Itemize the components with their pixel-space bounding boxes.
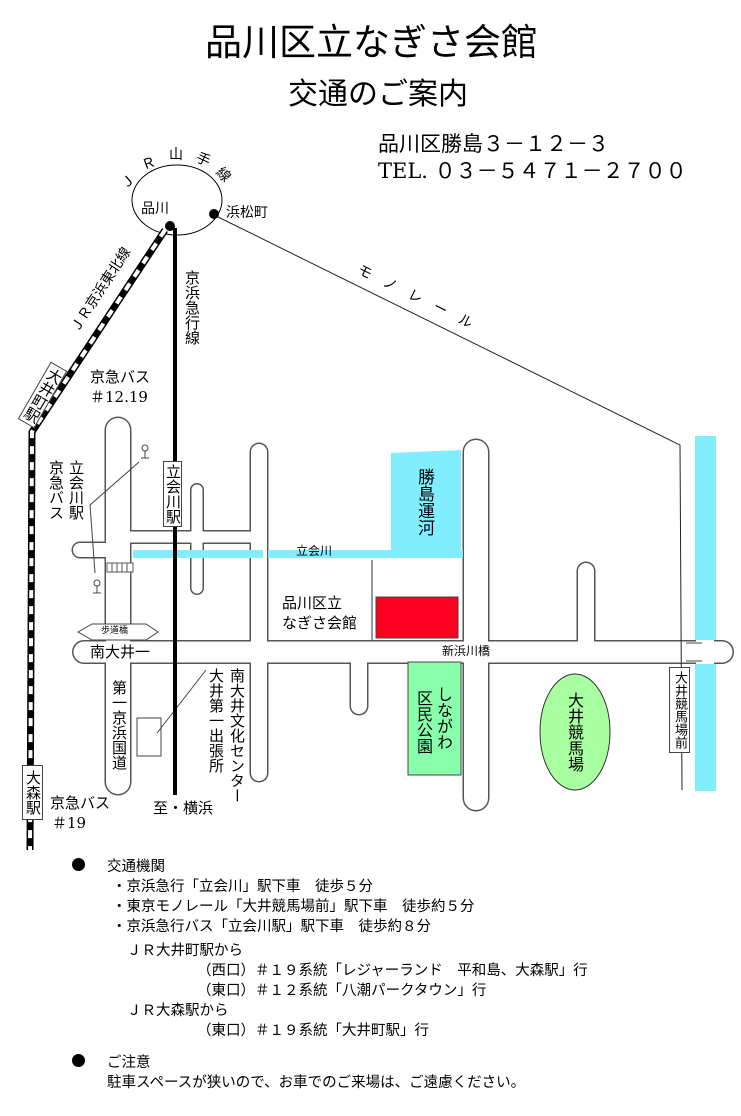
- tachiaigawa-station-label[interactable]: 立会川駅: [163, 461, 182, 527]
- bus-number: ＃19: [52, 814, 87, 832]
- bus-label: 京急バス: [50, 794, 111, 812]
- racecourse-label: 大井競馬場: [565, 692, 584, 772]
- footbridge-icon: [76, 623, 159, 641]
- culture-center-building: [136, 717, 162, 757]
- bus-stop-icons: [89, 444, 149, 594]
- notice-heading: ご注意: [107, 1055, 151, 1071]
- hall-label: 品川区立: [282, 594, 343, 612]
- telephone: TEL. ０３－５４７１－２７００: [378, 159, 687, 183]
- bullet-icon: [72, 1054, 85, 1067]
- route-heading: ＪＲ大森駅から: [127, 1003, 229, 1019]
- footbridge-label: 歩道橋: [101, 626, 129, 636]
- direction-label: 至・横浜: [153, 799, 214, 817]
- yamanote-loop: [131, 164, 223, 236]
- racecourse-station-label[interactable]: 大井競馬場前: [669, 667, 690, 753]
- keikyu-line-label: 京浜急行線: [183, 270, 201, 345]
- roads: [71, 416, 734, 812]
- route-item: （西口）＃１９系統「レジャーランド 平和島、大森駅」行: [197, 963, 588, 979]
- access-heading: 交通機関: [107, 859, 165, 875]
- branch-office-label: 大井第一出張所: [207, 668, 225, 773]
- katsushima-canal: [133, 450, 461, 558]
- park-label: 区民公園: [414, 690, 433, 754]
- shinagawa-park[interactable]: [407, 661, 462, 776]
- canal-label: 勝島運河: [414, 468, 434, 536]
- route-item: （東口）＃１９系統「大井町駅」行: [197, 1023, 429, 1039]
- page-title: 品川区立なぎさ会館: [205, 21, 538, 64]
- shinagawa-station-dot[interactable]: [165, 221, 175, 231]
- oi-racecourse[interactable]: [539, 673, 611, 791]
- stairs: [106, 562, 134, 573]
- culture-center-label: 南大井文化センター: [228, 668, 246, 803]
- access-item: ・京浜急行バス「立会川駅」駅下車 徒歩約８分: [112, 919, 431, 935]
- river: [695, 436, 716, 791]
- bridge-label: 新浜川橋: [442, 644, 491, 658]
- yamanote-label: 山: [169, 147, 183, 163]
- bus-label: 京急バス: [90, 368, 151, 386]
- notice-text: 駐車スペースが狭いので、お車でのご来場は、ご遠慮ください。: [107, 1075, 526, 1091]
- shinagawa-label: 品川: [141, 201, 169, 217]
- route-item: （東口）＃１２系統「八潮パークタウン」行: [197, 983, 487, 999]
- intersection-label: 南大井一: [90, 643, 151, 661]
- bus-stop-label: 京急バス: [47, 460, 65, 520]
- bus-number: ＃12.19: [90, 388, 148, 406]
- park-label: しながわ: [434, 686, 453, 750]
- address: 品川区勝島３－１２－３: [378, 132, 609, 156]
- omori-station-label[interactable]: 大森駅: [22, 765, 43, 820]
- keihin-tohoku-line: [26, 228, 168, 851]
- access-item: ・東京モノレール「大井競馬場前」駅下車 徒歩約５分: [112, 899, 475, 915]
- access-item: ・京浜急行「立会川」駅下車 徒歩５分: [112, 879, 373, 895]
- bullet-icon: [72, 858, 85, 871]
- route-heading: ＪＲ大井町駅から: [127, 943, 243, 959]
- river-label: 立会川: [296, 544, 333, 558]
- bus-stop-label: 立会川駅: [67, 460, 85, 520]
- hamamatsucho-label: 浜松町: [226, 205, 268, 221]
- hall-label: なぎさ会館: [282, 614, 358, 632]
- page-subtitle: 交通のご案内: [288, 77, 468, 112]
- access-section: 交通機関 ・京浜急行「立会川」駅下車 徒歩５分 ・東京モノレール「大井競馬場前」…: [72, 857, 588, 1093]
- hamamatsucho-station-dot[interactable]: [209, 209, 219, 219]
- road-label: 第一京浜国道: [110, 680, 128, 770]
- nagisa-hall-building[interactable]: [375, 596, 459, 639]
